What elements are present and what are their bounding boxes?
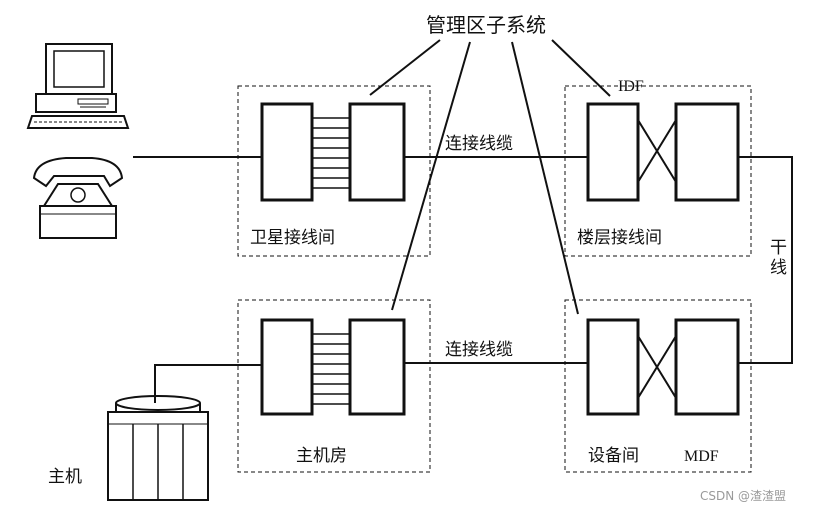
main-patch-panel xyxy=(260,318,406,416)
annotation-line-4 xyxy=(551,39,611,97)
annotation-line-3 xyxy=(511,41,579,315)
management-subsystem-label: 管理区子系统 xyxy=(426,13,546,37)
satellite-patch-panel xyxy=(260,102,406,202)
floor-wiring-room-label: 楼层接线间 xyxy=(577,228,662,248)
watermark: CSDN @渣渣盟 xyxy=(700,489,786,503)
annotation-line-1 xyxy=(369,39,441,96)
mainframe-icon xyxy=(107,395,209,501)
connecting-cable-bottom-label: 连接线缆 xyxy=(445,340,513,360)
trunk-label-2: 线 xyxy=(770,258,787,278)
telephone-icon xyxy=(32,157,124,239)
trunk-label-1: 干 xyxy=(770,238,787,258)
host-label: 主机 xyxy=(48,467,82,487)
trunk-line xyxy=(738,156,793,364)
floor-cross-connect xyxy=(586,102,740,202)
equipment-room-label: 设备间 xyxy=(588,446,639,466)
equipment-room-outline xyxy=(564,299,752,473)
satellite-wiring-room-label: 卫星接线间 xyxy=(250,228,335,248)
main-room-label: 主机房 xyxy=(296,446,347,466)
idf-label: IDF xyxy=(618,78,644,95)
floor-room-outline xyxy=(564,85,752,257)
equipment-cross-connect xyxy=(586,318,740,416)
computer-icon xyxy=(26,43,130,129)
host-line xyxy=(154,364,262,403)
mdf-label: MDF xyxy=(684,448,719,465)
connecting-cable-top-label: 连接线缆 xyxy=(445,134,513,154)
satellite-room-outline xyxy=(237,85,431,257)
annotation-line-2 xyxy=(391,41,471,311)
